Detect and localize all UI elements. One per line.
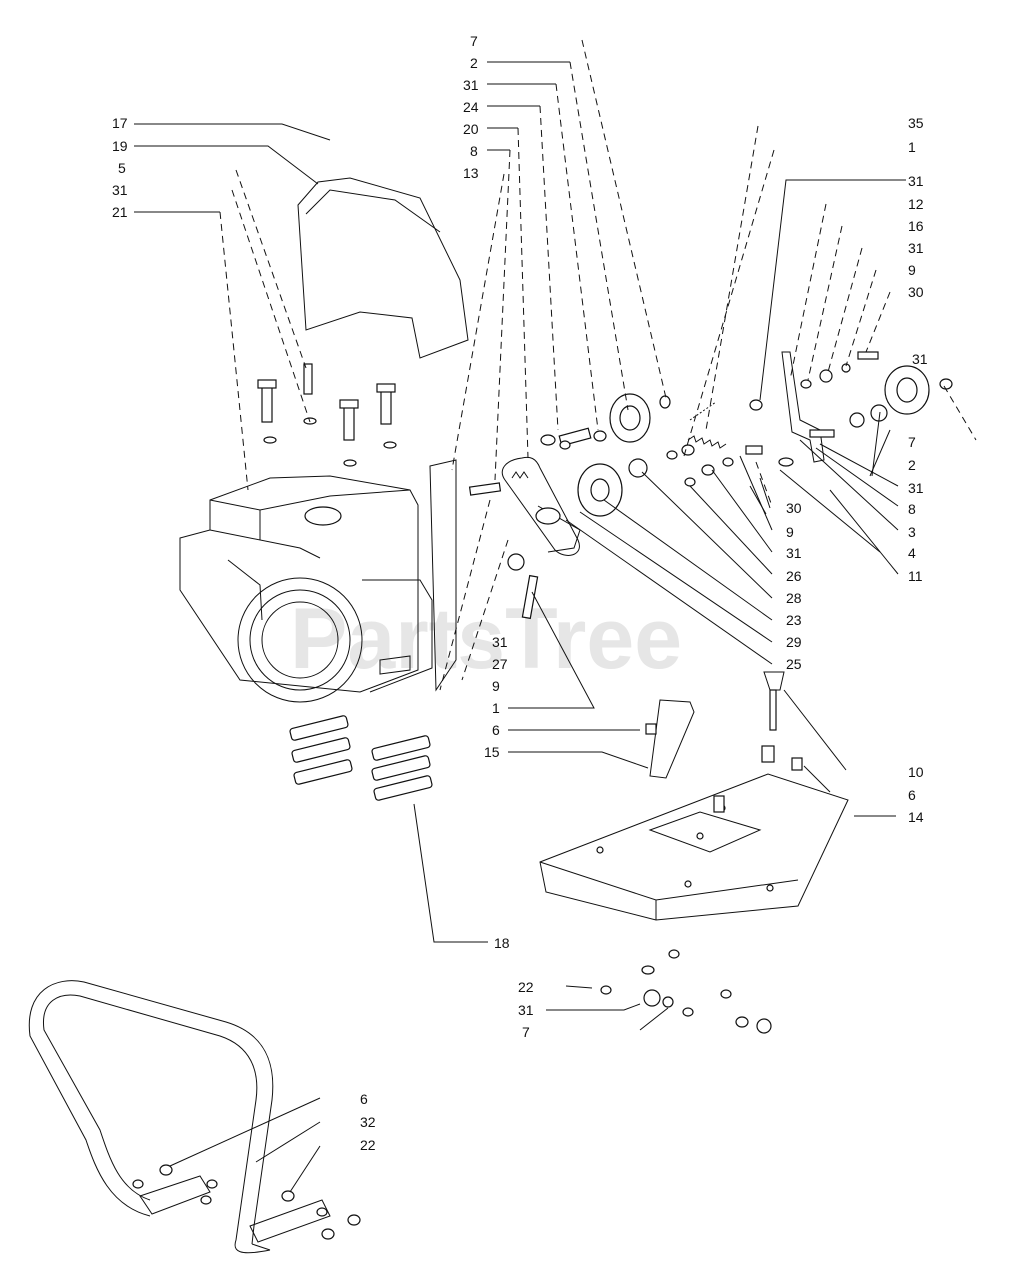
label-31: 31 xyxy=(492,634,508,650)
label-13: 13 xyxy=(463,165,479,181)
label-6: 6 xyxy=(908,787,916,803)
label-11: 11 xyxy=(908,568,923,584)
label-4: 4 xyxy=(908,545,916,561)
label-21: 21 xyxy=(112,204,128,220)
label-31: 31 xyxy=(908,173,924,189)
engine-bolts xyxy=(257,363,397,467)
label-9: 9 xyxy=(908,262,916,278)
label-6: 6 xyxy=(360,1091,368,1107)
label-9: 9 xyxy=(492,678,500,694)
label-22: 22 xyxy=(360,1137,376,1153)
label-23: 23 xyxy=(786,612,802,628)
label-7: 7 xyxy=(522,1024,530,1040)
label-8: 8 xyxy=(908,501,916,517)
label-30: 30 xyxy=(786,500,802,516)
label-31: 31 xyxy=(908,480,924,496)
label-31: 31 xyxy=(786,545,802,561)
label-7: 7 xyxy=(908,434,916,450)
springs xyxy=(511,435,727,479)
label-2: 2 xyxy=(908,457,916,473)
loose-hardware xyxy=(600,949,772,1034)
label-31: 31 xyxy=(908,240,924,256)
label-35: 35 xyxy=(908,115,924,131)
label-19: 19 xyxy=(112,138,128,154)
label-24: 24 xyxy=(463,99,479,115)
label-12: 12 xyxy=(908,196,924,212)
label-2: 2 xyxy=(470,55,478,71)
label-6: 6 xyxy=(492,722,500,738)
label-31: 31 xyxy=(463,77,479,93)
watermark-text: PartsTree xyxy=(290,591,682,687)
pulley-parts xyxy=(535,393,763,525)
label-28: 28 xyxy=(786,590,802,606)
label-8: 8 xyxy=(470,143,478,159)
callout-labels: 7 2 31 24 20 8 13 17 19 5 31 21 35 1 31 … xyxy=(112,33,928,1153)
label-22: 22 xyxy=(518,979,534,995)
label-1: 1 xyxy=(492,700,500,716)
label-31: 31 xyxy=(112,182,128,198)
label-5: 5 xyxy=(118,160,126,176)
label-26: 26 xyxy=(786,568,802,584)
base-plate xyxy=(539,671,849,921)
label-25: 25 xyxy=(786,656,802,672)
label-3: 3 xyxy=(908,524,916,540)
leader-lines xyxy=(134,39,977,1193)
engine-assembly xyxy=(179,475,433,703)
label-1: 1 xyxy=(908,139,916,155)
label-18: 18 xyxy=(494,935,510,951)
handle-assembly xyxy=(28,980,361,1254)
label-32: 32 xyxy=(360,1114,376,1130)
shims xyxy=(289,715,433,801)
belt-and-bracket xyxy=(429,456,581,692)
label-30: 30 xyxy=(908,284,924,300)
label-20: 20 xyxy=(463,121,479,137)
label-29: 29 xyxy=(786,634,802,650)
label-31: 31 xyxy=(912,351,928,367)
label-16: 16 xyxy=(908,218,924,234)
label-17: 17 xyxy=(112,115,128,131)
label-9: 9 xyxy=(786,524,794,540)
right-linkage xyxy=(749,351,953,467)
label-14: 14 xyxy=(908,809,924,825)
label-10: 10 xyxy=(908,764,924,780)
label-31: 31 xyxy=(518,1002,534,1018)
label-7: 7 xyxy=(470,33,478,49)
label-27: 27 xyxy=(492,656,508,672)
label-15: 15 xyxy=(484,744,500,760)
belt-cover xyxy=(297,177,469,359)
